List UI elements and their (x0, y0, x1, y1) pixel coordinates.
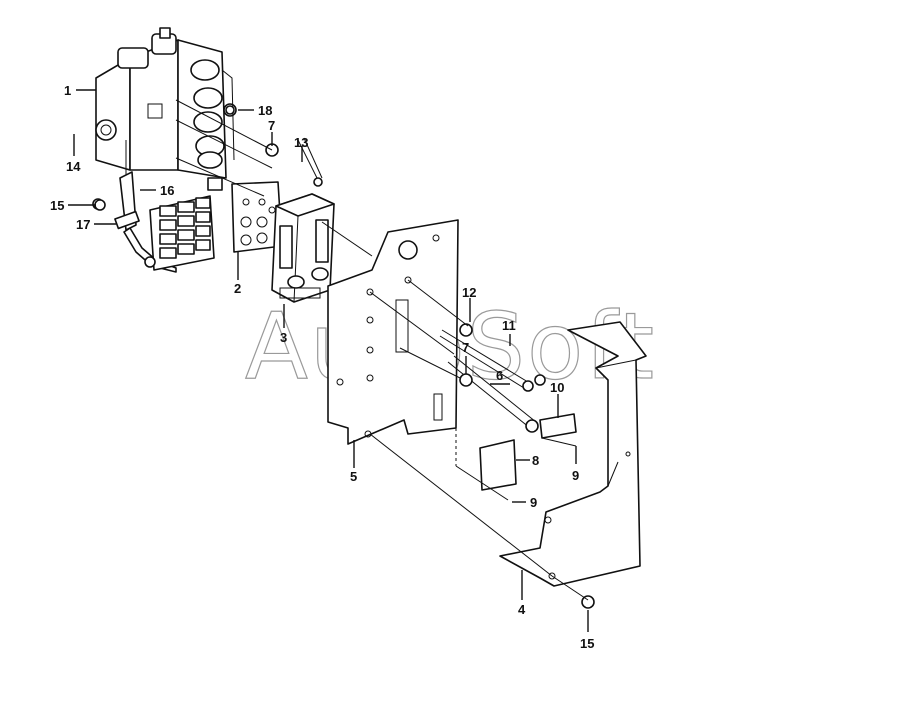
callout-labels: 1 2 3 4 5 6 7 7 8 9 9 10 11 12 13 14 15 … (50, 83, 594, 651)
cover-plate-10 (539, 413, 577, 439)
mounting-plate (327, 219, 459, 466)
callout-2: 2 (234, 281, 241, 296)
callout-5: 5 (350, 469, 357, 484)
module-block (271, 193, 335, 303)
callout-9-right: 9 (572, 468, 579, 483)
callout-7-top: 7 (268, 118, 275, 133)
callout-12: 12 (462, 285, 476, 300)
callout-16: 16 (160, 183, 174, 198)
callout-9-bottom: 9 (530, 495, 537, 510)
callout-3: 3 (280, 330, 287, 345)
valve-block-assembly (95, 27, 237, 183)
callout-15-left: 15 (50, 198, 64, 213)
callout-leaders (68, 89, 589, 632)
callout-18: 18 (258, 103, 272, 118)
callout-15-bottom: 15 (580, 636, 594, 651)
callout-14: 14 (66, 159, 81, 174)
assembly-guide-lines (175, 99, 589, 601)
callout-11: 11 (502, 318, 516, 333)
wiring-harness (92, 105, 235, 273)
callout-10: 10 (550, 380, 564, 395)
callout-17: 17 (76, 217, 90, 232)
callout-7-mid: 7 (462, 340, 469, 355)
solenoid-coils (190, 59, 225, 169)
callout-8: 8 (532, 453, 539, 468)
callout-13: 13 (294, 135, 308, 150)
connector-rows (159, 197, 211, 259)
cover-plate-8 (479, 439, 517, 491)
callout-6: 6 (496, 368, 503, 383)
callout-4: 4 (518, 602, 526, 617)
large-bracket (499, 321, 647, 587)
callout-1: 1 (64, 83, 71, 98)
